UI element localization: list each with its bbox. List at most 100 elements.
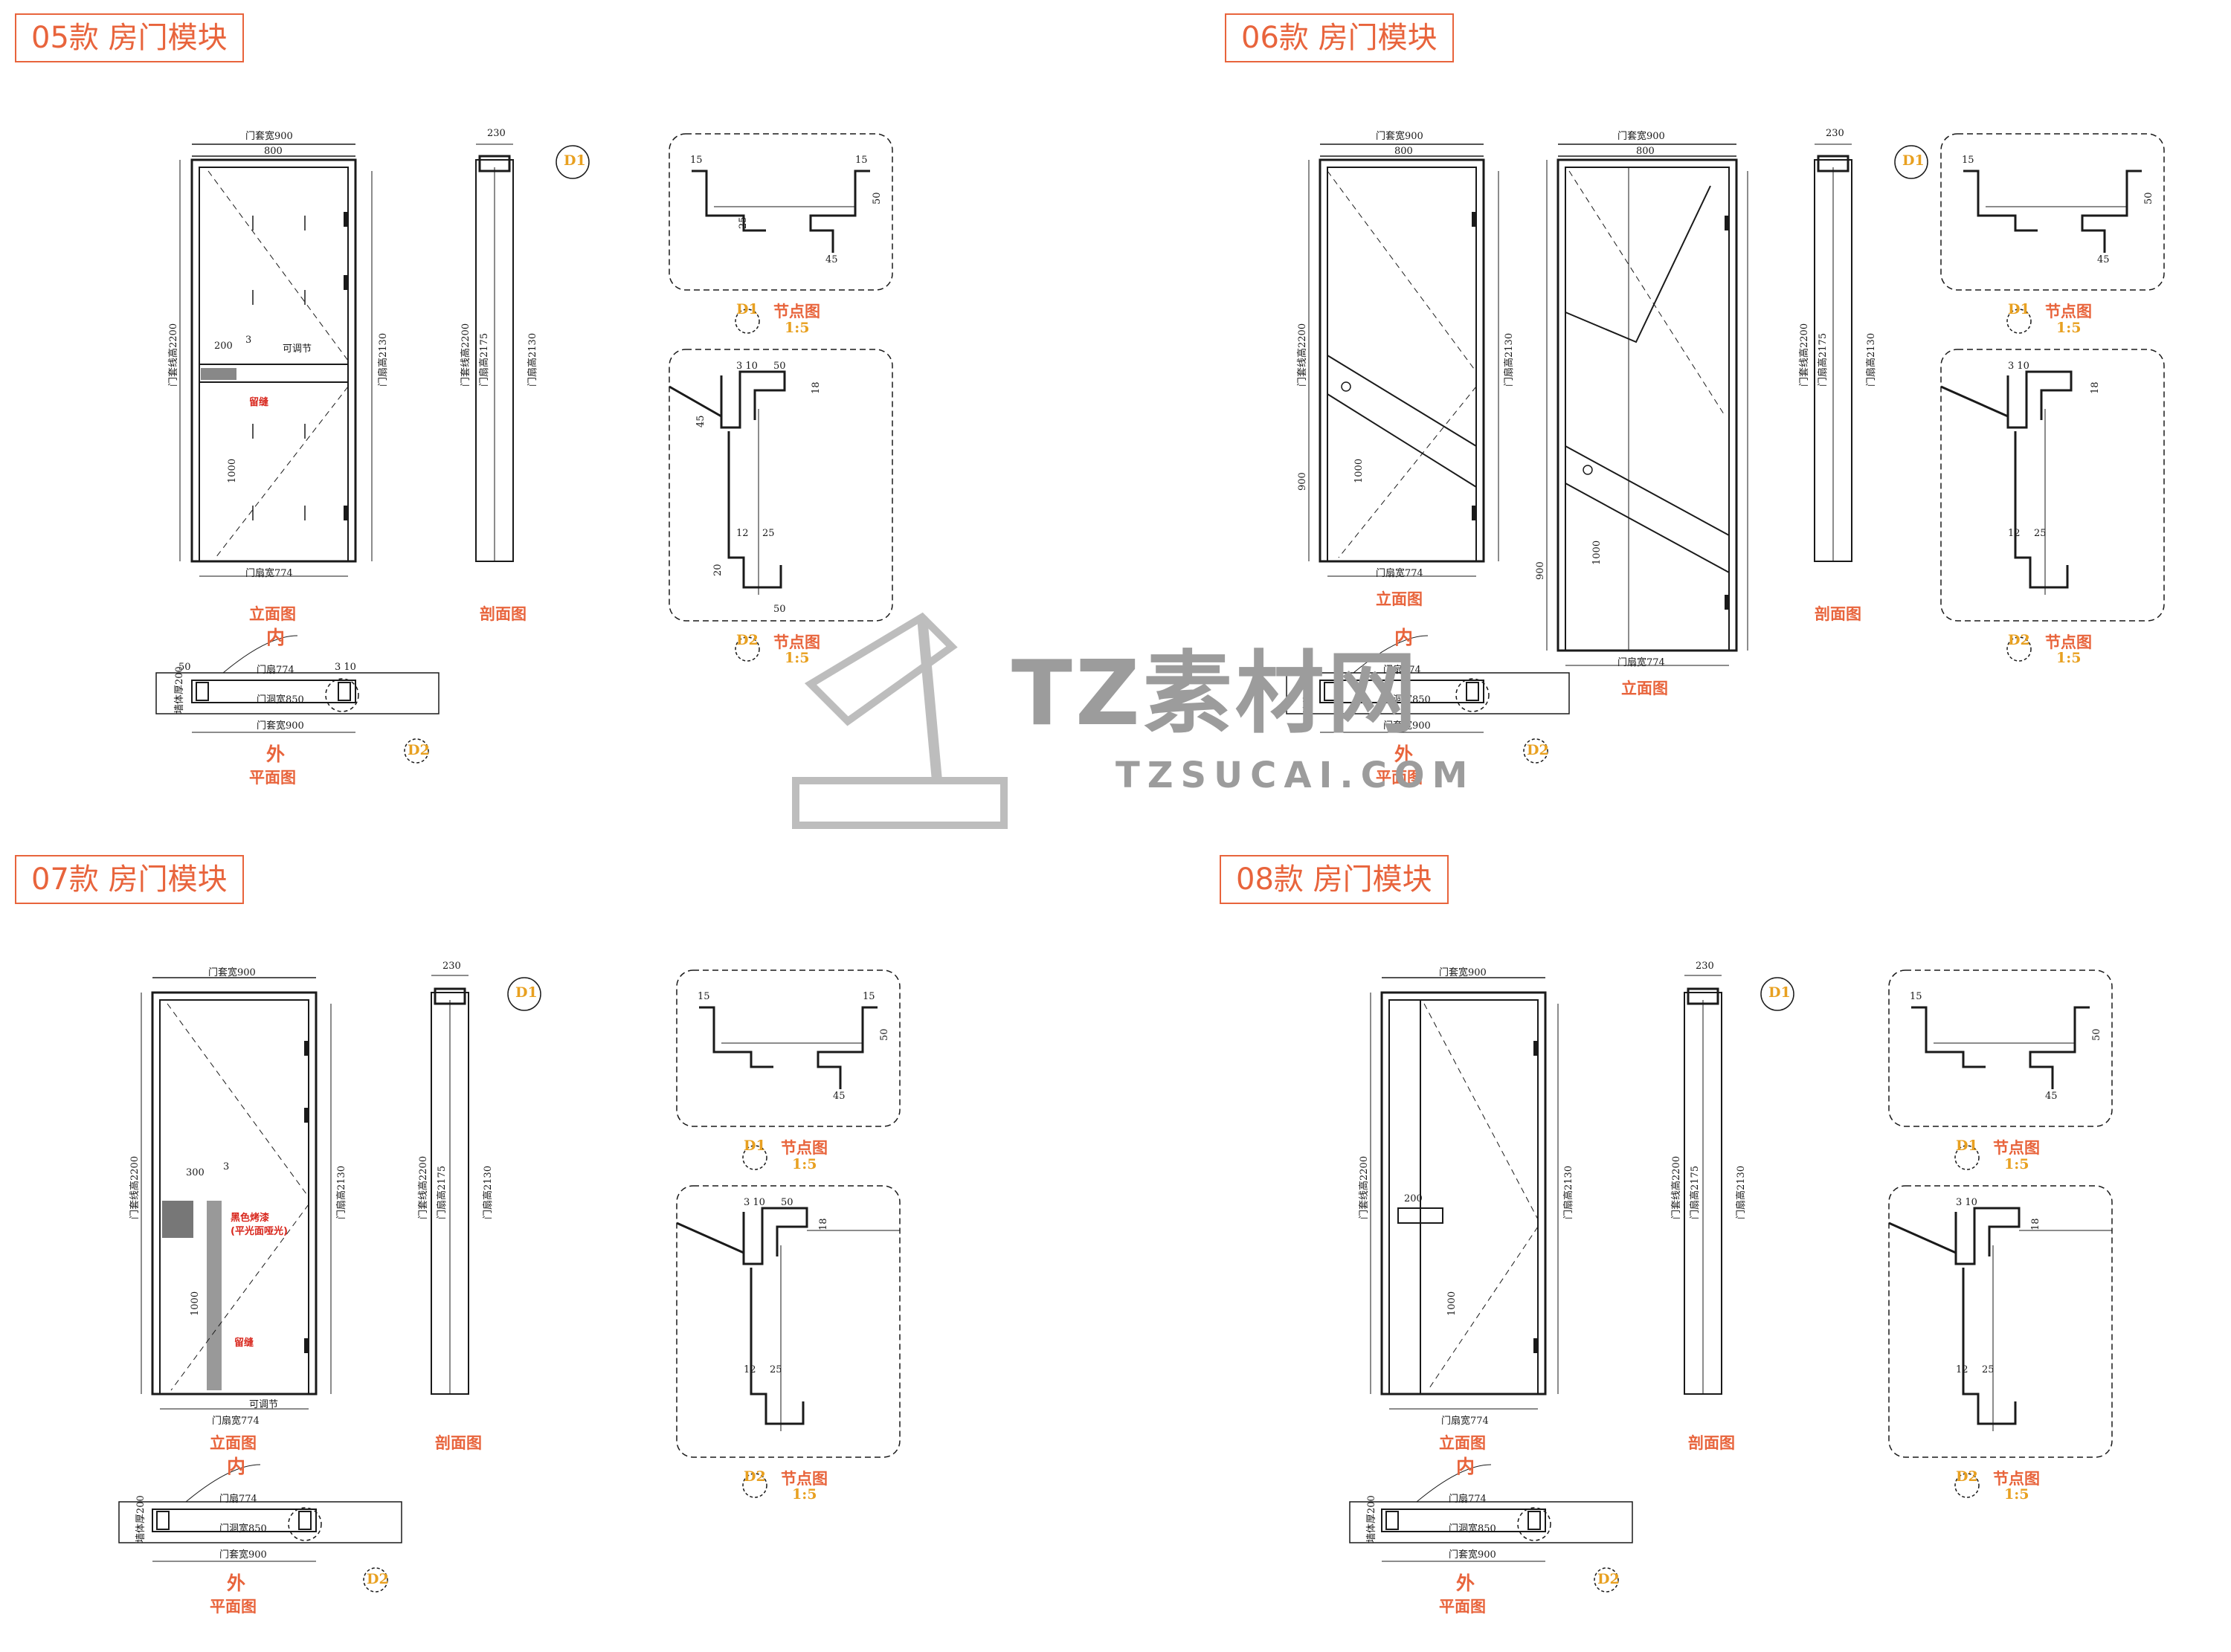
node-dim-d: 45 [825, 254, 838, 265]
dim-lower: 1000 [190, 1291, 201, 1316]
node2-dim-c: 25 [1982, 1364, 1995, 1375]
dim-note: 可调节 [249, 1399, 279, 1410]
section-d1-marker: D1 [1768, 984, 1791, 1001]
watermark-brand: TZ素材网 [1011, 642, 1420, 746]
node2-dim-f: 3 10 [2008, 361, 2029, 372]
plan-dim-d: 3 10 [335, 662, 356, 673]
dim-3: 3 [223, 1161, 230, 1172]
node-dim-a2: 15 [863, 991, 875, 1002]
node-d2-caption: 节点图 [2045, 633, 2092, 651]
plan-caption: 平面图 [210, 1598, 257, 1616]
plan-opening: 门洞宽850 [219, 1523, 267, 1535]
node2-dim-g: 18 [2090, 381, 2101, 394]
dim-section-h2: 门扇高2175 [1818, 332, 1829, 387]
dim-section-h1: 门套线高2200 [1799, 323, 1810, 387]
dim-section-width: 230 [1826, 128, 1844, 139]
node-d1-label: D1 [736, 301, 759, 317]
dim-section-h1: 门套线高2200 [1671, 1155, 1682, 1219]
node-dim-b: 50 [872, 192, 883, 204]
dim-leaf-height: 门扇高2130 [1504, 332, 1515, 387]
node-d1-label: D1 [2008, 301, 2030, 317]
plan-wall: 墙体厚200 [1366, 1495, 1377, 1543]
node-dim-a: 15 [1910, 991, 1922, 1002]
dim-section-width: 230 [442, 961, 461, 972]
plan-outer-label: 外 [1394, 743, 1414, 765]
dim-frame-height: 门套线高2200 [1359, 1155, 1370, 1219]
node2-dim-h: 12 [1956, 1364, 1968, 1375]
annotation-gap: 留缝 [234, 1338, 254, 1349]
plan-caption: 平面图 [249, 769, 296, 787]
node-d2-caption: 节点图 [773, 633, 820, 651]
node-d1-label: D1 [1956, 1138, 1978, 1154]
door-b-inner-width: 800 [1636, 146, 1655, 157]
node-d2-caption: 节点图 [781, 1470, 828, 1488]
dim-inner-width: 800 [264, 146, 283, 157]
annotation-gap: 留缝 [249, 397, 269, 408]
dim-lower: 1000 [1353, 458, 1365, 483]
dim-frame-height: 门套线高2200 [129, 1155, 141, 1219]
node-d1-caption: 节点图 [781, 1139, 828, 1157]
node2-dim-h: 12 [744, 1364, 756, 1375]
node-d2-label: D2 [736, 632, 759, 648]
plan-leaf: 门扇774 [219, 1494, 257, 1505]
node2-dim-c: 25 [2034, 528, 2047, 539]
dim-section-h2: 门扇高2175 [479, 332, 490, 387]
dim-frame-width: 门套宽900 [1376, 131, 1423, 142]
module-title: 06款 房门模块 [1225, 13, 1454, 62]
elevation-caption: 立面图 [249, 605, 296, 623]
node-dim-a2: 15 [855, 155, 868, 166]
node-d2-scale: 1:5 [2056, 650, 2082, 666]
section-d1-marker: D1 [1902, 152, 1925, 169]
node2-dim-c: 25 [770, 1364, 782, 1375]
dim-section-h2: 门扇高2175 [437, 1165, 448, 1219]
node2-dim-f: 3 10 [744, 1197, 765, 1208]
elevation-caption: 立面图 [1439, 1434, 1486, 1452]
annotation-black-lacquer-text: 黑色烤漆 (平光面哑光) [231, 1213, 288, 1237]
node-dim-d: 45 [2097, 254, 2110, 265]
plan-frame: 门套宽900 [219, 1549, 267, 1561]
node-dim-b: 50 [2091, 1028, 2102, 1041]
node2-dim-c: 25 [762, 528, 775, 539]
node2-dim-f: 3 10 [1956, 1197, 1977, 1208]
node2-dim-b2: 50 [773, 604, 786, 615]
node-dim-d: 45 [833, 1091, 846, 1102]
door-b-leaf-width: 门扇宽774 [1617, 657, 1665, 668]
watermark-url: TZSUCAI.COM [1116, 755, 1475, 796]
node-d1-scale: 1:5 [785, 320, 810, 336]
module-title: 07款 房门模块 [15, 855, 244, 904]
section-caption: 剖面图 [435, 1434, 482, 1452]
plan-wall: 墙体厚200 [135, 1495, 147, 1543]
node-d1-scale: 1:5 [792, 1156, 817, 1172]
dim-lower: 1000 [227, 458, 238, 483]
node2-dim-f: 3 10 [736, 361, 758, 372]
node-d2-label: D2 [744, 1468, 766, 1485]
dim-section-h3: 门扇高2130 [527, 332, 538, 387]
node-d2-scale: 1:5 [2004, 1486, 2029, 1503]
module-title: 08款 房门模块 [1220, 855, 1449, 904]
section-caption: 剖面图 [1688, 1434, 1735, 1452]
node-d2-scale: 1:5 [792, 1486, 817, 1503]
elevation-caption: 立面图 [1376, 590, 1423, 608]
plan-leaf: 门扇774 [257, 665, 294, 676]
dim-inner-width: 800 [1394, 146, 1413, 157]
plan-outer-label: 外 [1456, 1572, 1475, 1594]
dim-leaf-width: 门扇宽774 [245, 568, 293, 579]
node-dim-a: 15 [690, 155, 703, 166]
section-d1-marker: D1 [515, 984, 538, 1001]
dim-leaf-width: 门扇宽774 [1376, 568, 1423, 579]
node2-dim-i: 20 [712, 564, 724, 576]
dim-frame-height: 门套线高2200 [1297, 323, 1308, 387]
dim-leaf-height: 门扇高2130 [378, 332, 389, 387]
section-d1-marker: D1 [564, 152, 586, 169]
dim-leaf-height: 门扇高2130 [336, 1165, 347, 1219]
node2-dim-b: 50 [781, 1197, 793, 1208]
node-d1-scale: 1:5 [2004, 1156, 2029, 1172]
plan-inner-label: 内 [1456, 1456, 1475, 1477]
node-dim-a: 15 [698, 991, 710, 1002]
node-dim-d: 45 [2045, 1091, 2058, 1102]
plan-inner-label: 内 [227, 1456, 246, 1477]
dim-300: 300 [186, 1167, 205, 1178]
dim-200: 200 [214, 341, 233, 352]
plan-d2-marker: D2 [1527, 742, 1549, 758]
node2-dim-h: 12 [2008, 528, 2021, 539]
